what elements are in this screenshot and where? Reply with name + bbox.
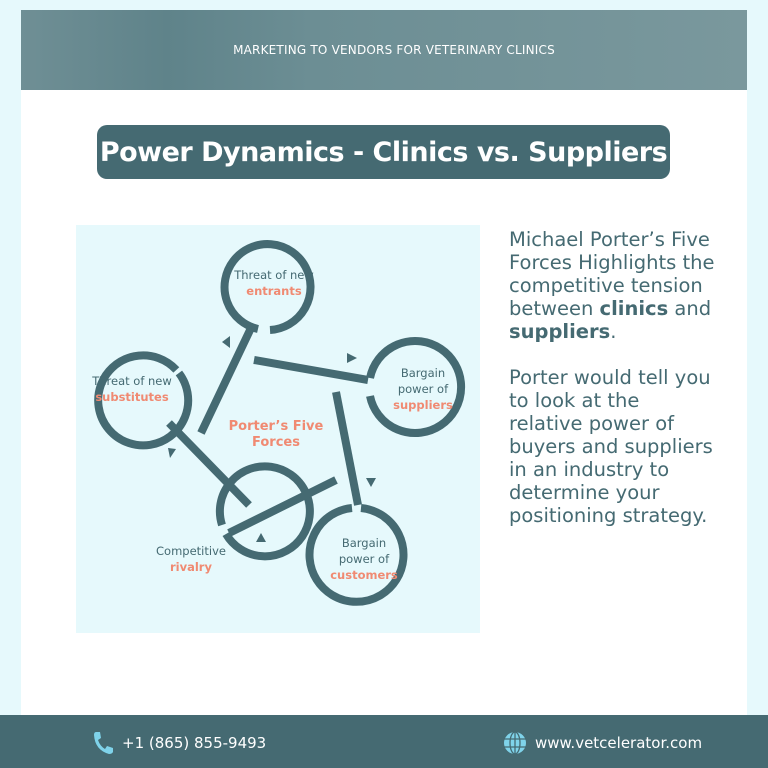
arrow-line (197, 326, 255, 435)
circle-substitutes (94, 351, 193, 450)
arrow-line (227, 476, 338, 537)
triangle-marker (168, 448, 176, 458)
side-text: Michael Porter’s Five Forces Highlights … (509, 228, 719, 550)
triangle-marker (222, 336, 230, 348)
banner-title: MARKETING TO VENDORS FOR VETERINARY CLIN… (233, 43, 555, 57)
triangle-marker (256, 533, 266, 542)
page-title: Power Dynamics - Clinics vs. Suppliers (97, 125, 670, 179)
circle-suppliers (366, 337, 466, 437)
arrow-line (253, 356, 369, 384)
website-link[interactable]: www.vetcelerator.com (503, 731, 702, 755)
arrow-line (332, 391, 362, 506)
node-customers: Bargain power of customers (330, 536, 398, 582)
triangle-marker (347, 353, 357, 363)
triangle-marker (366, 478, 376, 487)
node-substitutes: Threat of new substitutes (92, 374, 172, 404)
circle-entrants (220, 240, 315, 334)
header-banner: MARKETING TO VENDORS FOR VETERINARY CLIN… (21, 10, 747, 90)
node-entrants: Threat of new entrants (234, 268, 314, 298)
phone-icon (94, 732, 113, 754)
website-url: www.vetcelerator.com (535, 734, 703, 752)
phone-contact[interactable]: +1 (865) 855-9493 (92, 731, 266, 755)
paragraph-1: Michael Porter’s Five Forces Highlights … (509, 228, 715, 343)
globe-icon (504, 731, 526, 755)
footer: +1 (865) 855-9493 www.vetcelerator.com (0, 715, 768, 768)
circle-customers (305, 504, 408, 606)
node-suppliers: Bargain power of suppliers (393, 366, 453, 412)
diagram-center-label: Porter’s Five Forces (228, 419, 324, 450)
phone-number: +1 (865) 855-9493 (122, 734, 267, 752)
arrow-line (166, 420, 252, 508)
paragraph-2: Porter would tell you to look at the rel… (509, 366, 713, 527)
